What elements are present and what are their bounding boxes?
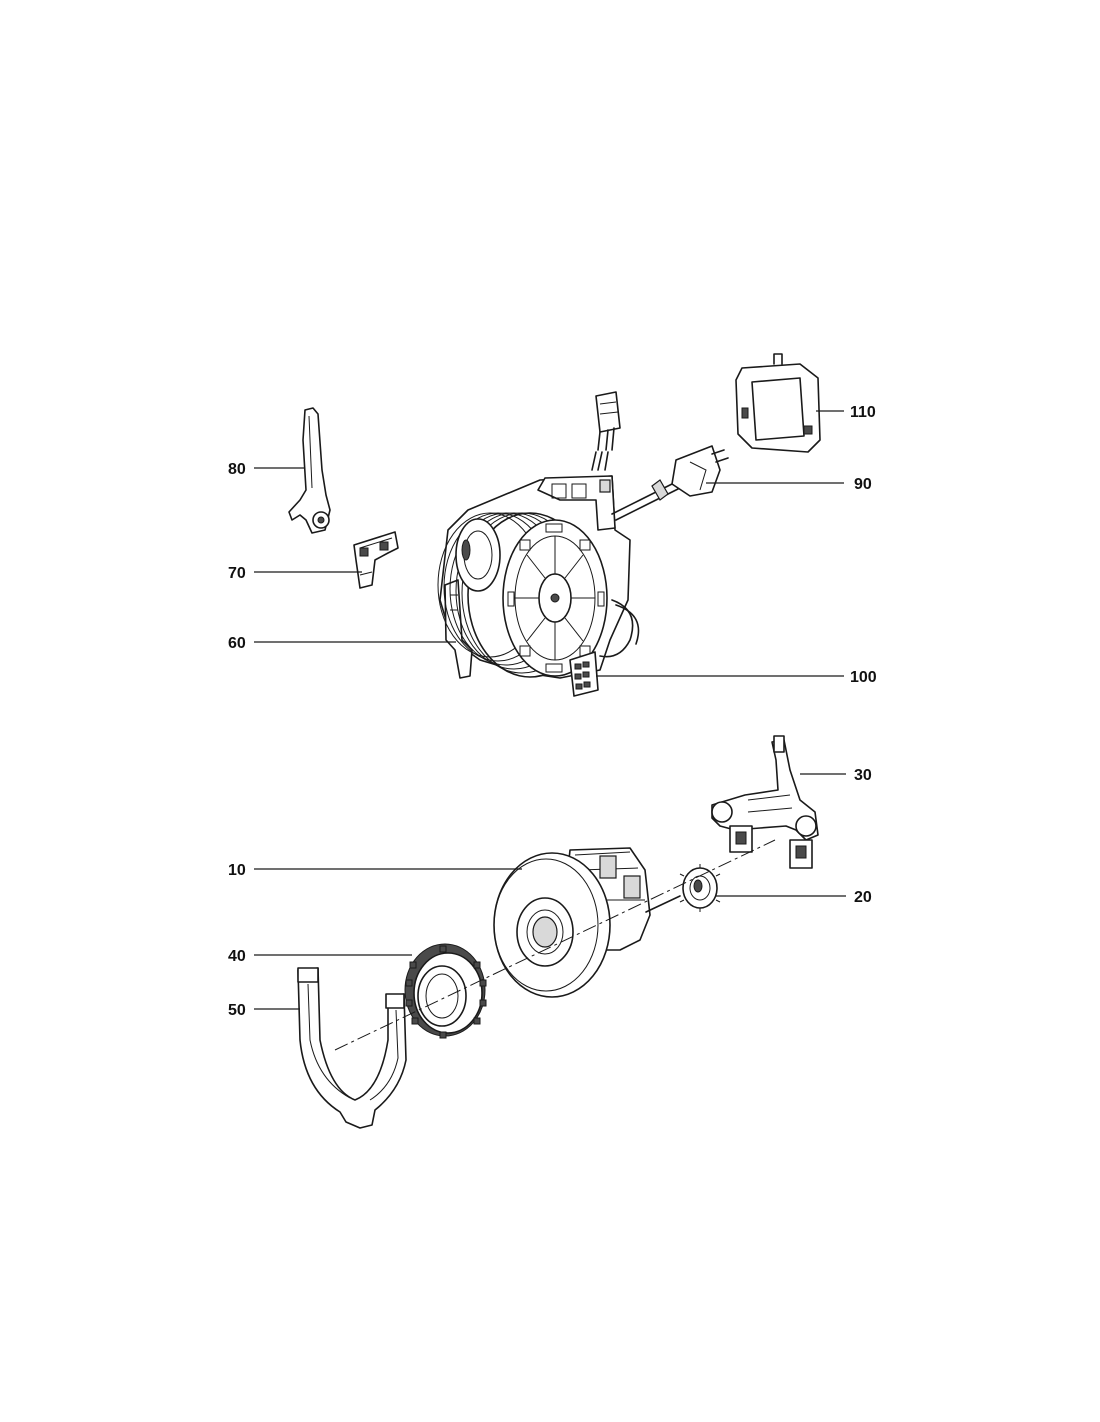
part-80-lever	[288, 407, 331, 534]
part-20-bearing	[679, 864, 721, 912]
part-110-frame	[735, 353, 821, 453]
callout-40: 40	[228, 948, 246, 965]
callout-20: 20	[854, 889, 872, 906]
callout-50: 50	[228, 1002, 246, 1019]
callout-110: 110	[850, 404, 876, 421]
part-50-y-holder	[297, 967, 407, 1129]
part-40-toothed-ring	[404, 943, 487, 1039]
part-30-brush-holder	[711, 735, 819, 869]
callout-90: 90	[854, 476, 872, 493]
part-10-motor	[493, 847, 681, 998]
reel-window-slots	[507, 523, 605, 673]
cord-reel-assembly	[437, 391, 729, 697]
callout-80: 80	[228, 461, 246, 478]
part-70-bracket	[353, 531, 399, 589]
callout-30: 30	[854, 767, 872, 784]
leader-lines	[254, 410, 846, 1010]
callout-70: 70	[228, 565, 246, 582]
callout-10: 10	[228, 862, 246, 879]
callout-100: 100	[850, 669, 877, 686]
callout-60: 60	[228, 635, 246, 652]
assembly-axis-line	[334, 839, 776, 1051]
